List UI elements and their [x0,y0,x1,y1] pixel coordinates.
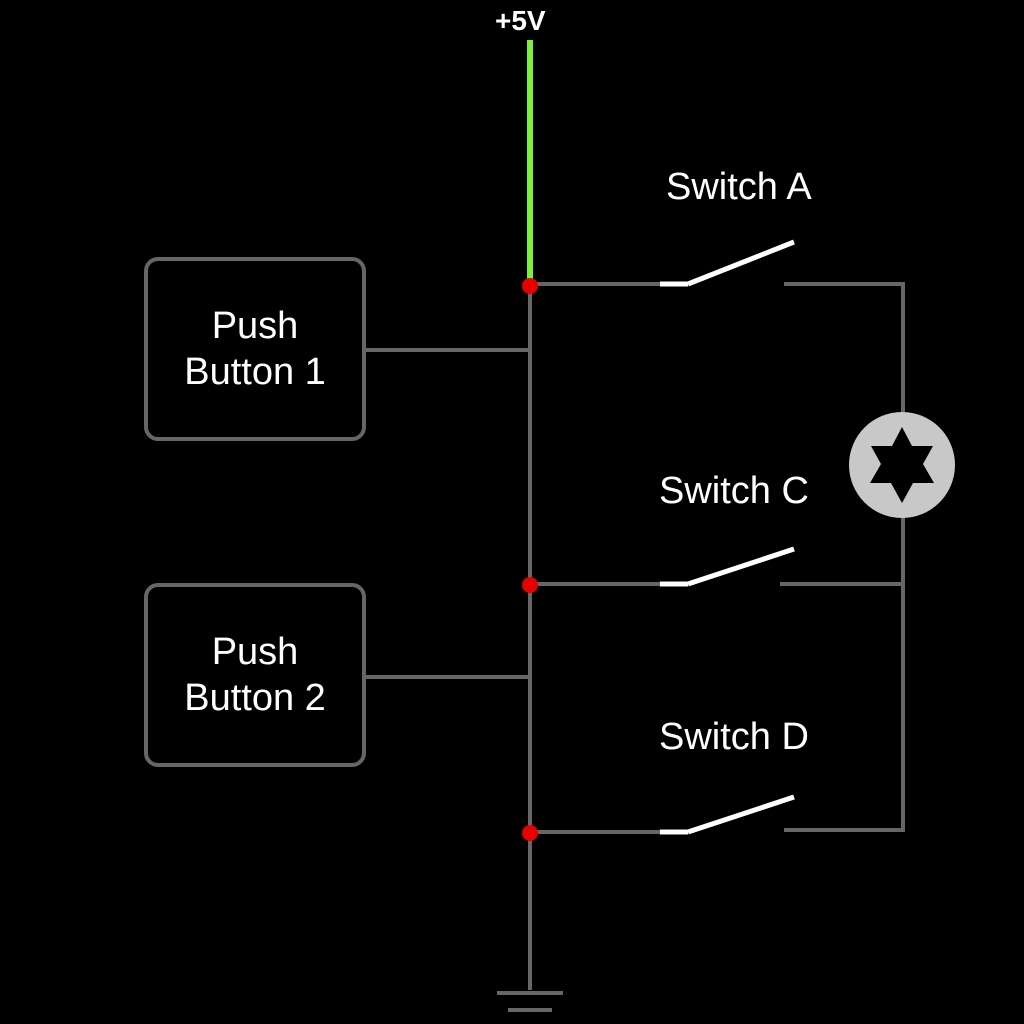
switch-d-symbol [530,794,905,835]
junction-dot [522,825,538,841]
lamp-icon [849,412,955,518]
push-button-1-label-line1: Push [211,305,299,347]
switch-a-symbol [530,239,903,287]
switch-a-label: Switch A [666,166,812,208]
supply-label: +5V [495,5,546,36]
junction-dot [522,577,538,593]
push-button-1: Push Button 1 [144,257,366,441]
switch-d-label: Switch D [659,716,809,758]
switch-c-label: Switch C [659,470,809,512]
push-button-2: Push Button 2 [144,583,366,767]
ground-icon [497,991,563,1012]
push-button-1-label-line2: Button 1 [184,351,326,393]
push-button-2-label-line1: Push [211,631,299,673]
switch-c-symbol [530,546,903,587]
push-button-2-label-line2: Button 2 [184,677,326,719]
junction-dot [522,278,538,294]
